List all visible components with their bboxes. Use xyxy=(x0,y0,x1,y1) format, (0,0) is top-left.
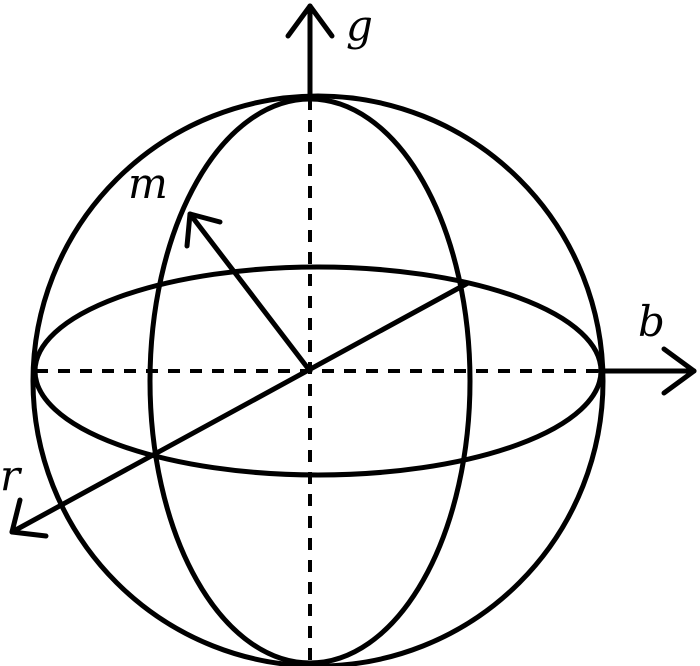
r-axis-line xyxy=(9,280,471,535)
b-axis-label: b xyxy=(638,297,665,346)
r-arrowhead xyxy=(9,497,49,539)
equator-ellipse xyxy=(32,264,604,478)
r-axis-label: r xyxy=(0,451,23,500)
m-arrowhead xyxy=(184,211,223,249)
sphere-outline xyxy=(30,93,606,666)
meridian-ellipse xyxy=(147,96,473,666)
m-vector-label: m xyxy=(128,159,168,208)
g-axis-label: g xyxy=(346,1,373,50)
b-arrowhead xyxy=(661,346,697,396)
m-vector-line xyxy=(187,211,313,374)
g-arrowhead xyxy=(285,3,335,39)
